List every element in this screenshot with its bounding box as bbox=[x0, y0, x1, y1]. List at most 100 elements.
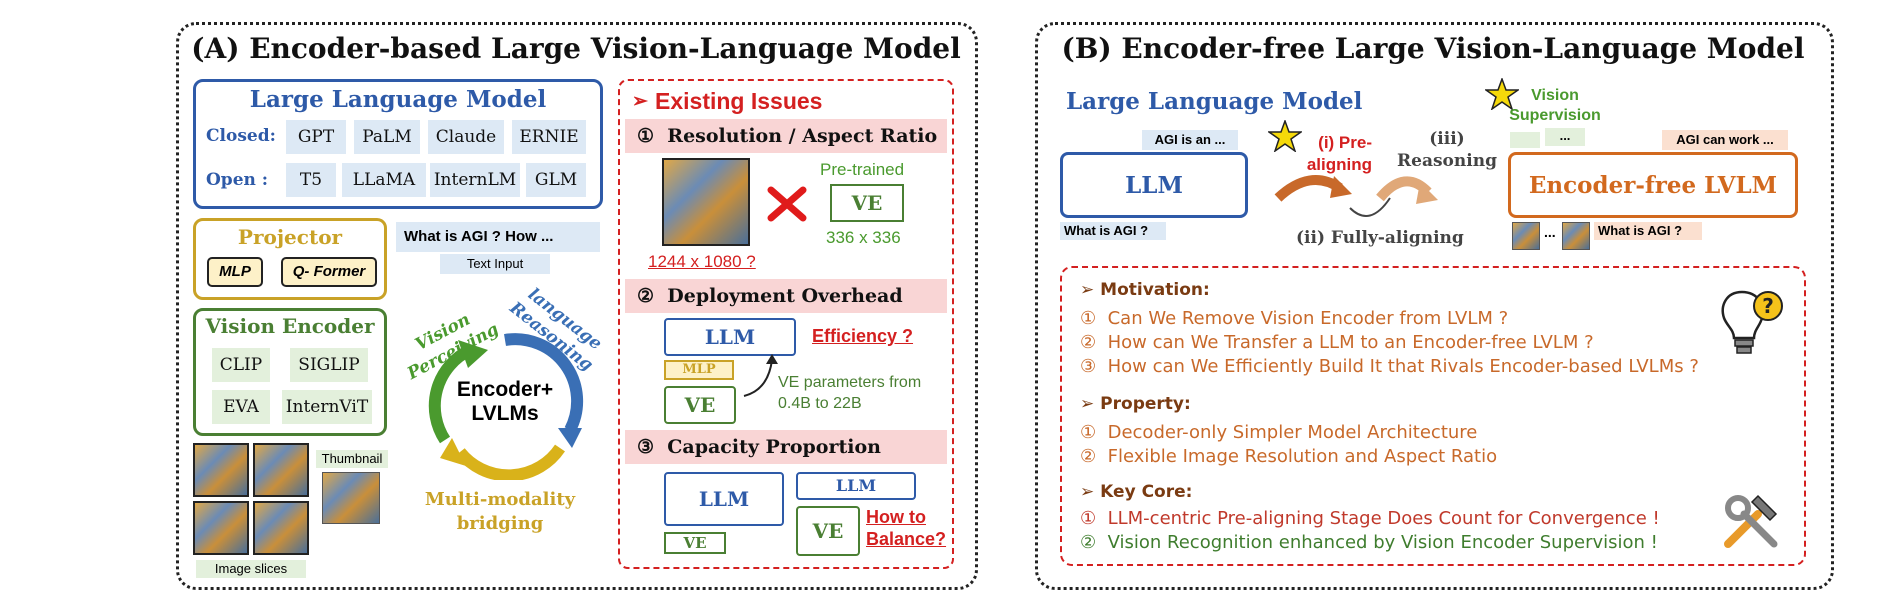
stage-arrowhead-3 bbox=[1416, 182, 1438, 204]
capacity-llm-small: LLM bbox=[796, 472, 916, 500]
motivation-item-3: ③ How can We Efficiently Build It that R… bbox=[1080, 356, 1699, 377]
cycle-arrow-gold bbox=[455, 444, 565, 480]
motivation-num-1: ① bbox=[1080, 308, 1097, 329]
vision-encoder-box bbox=[193, 308, 387, 436]
property-title: ➢ Property: bbox=[1080, 394, 1191, 414]
llm-title: Large Language Model bbox=[249, 86, 547, 113]
tools-icon bbox=[1724, 494, 1778, 548]
closed-gpt: GPT bbox=[286, 120, 346, 154]
issue-2-header: ② Deployment Overhead bbox=[625, 279, 947, 313]
motivation-text-1: Can We Remove Vision Encoder from LVLM ? bbox=[1107, 308, 1509, 329]
issues-title: Existing Issues bbox=[655, 88, 823, 114]
text-input-label: Text Input bbox=[440, 254, 550, 274]
projector-mlp: MLP bbox=[207, 257, 263, 287]
ve-internvit: InternViT bbox=[282, 390, 372, 424]
ve-params-label: VE parameters from 0.4B to 22B bbox=[778, 374, 922, 412]
panel-b-title: (B) Encoder-free Large Vision-Language M… bbox=[1061, 32, 1805, 65]
agi-is-an: AGI is an ... bbox=[1142, 130, 1238, 150]
cycle-arrowhead-blue bbox=[558, 428, 582, 448]
cycle-arrow-green bbox=[428, 344, 473, 444]
stage1-label: (i) Pre-aligning bbox=[1306, 133, 1372, 174]
cycle-bridge-label: Multi-modality bridging bbox=[424, 489, 576, 534]
projector-title: Projector bbox=[237, 225, 343, 249]
open-glm: GLM bbox=[526, 163, 586, 197]
issue-1-num: ① bbox=[637, 125, 655, 147]
balance-label: How to Balance? bbox=[866, 507, 947, 549]
cycle-center: Encoder+ LVLMs bbox=[456, 378, 554, 425]
cycle-arrows bbox=[428, 333, 584, 480]
property-num-2: ② bbox=[1080, 446, 1097, 467]
deploy-ve-box: VE bbox=[664, 386, 736, 424]
input-image-1 bbox=[1512, 222, 1540, 250]
panel-a-title: (A) Encoder-based Large Vision-Language … bbox=[191, 32, 961, 65]
deploy-mlp-box: MLP bbox=[664, 360, 734, 380]
ve-eva: EVA bbox=[212, 390, 270, 424]
capacity-ve-big: VE bbox=[796, 506, 860, 556]
open-internlm: InternLM bbox=[430, 163, 520, 197]
panel-encoder-based bbox=[176, 22, 978, 590]
lightbulb-question-icon: ? bbox=[1721, 290, 1783, 354]
pretrained-label: Pre-trained bbox=[820, 160, 905, 179]
property-text-2: Flexible Image Resolution and Aspect Rat… bbox=[1107, 446, 1498, 467]
motivation-title: ➢ Motivation: bbox=[1080, 280, 1210, 300]
deploy-arrow bbox=[743, 354, 778, 397]
right-llm-box: LLM bbox=[1060, 152, 1248, 218]
motivation-item-2: ② How can We Transfer a LLM to an Encode… bbox=[1080, 332, 1594, 353]
vision-supervision-label: Vision Supervision bbox=[1509, 87, 1601, 124]
motivation-item-1: ① Can We Remove Vision Encoder from LVLM… bbox=[1080, 308, 1508, 329]
svg-text:?: ? bbox=[1762, 294, 1774, 318]
property-item-2: ② Flexible Image Resolution and Aspect R… bbox=[1080, 446, 1497, 467]
llm-box bbox=[193, 79, 603, 209]
efficiency-label: Efficiency ? bbox=[812, 326, 914, 346]
property-num-1: ① bbox=[1080, 422, 1097, 443]
motivation-title-text: Motivation: bbox=[1100, 280, 1210, 300]
motivation-box bbox=[1060, 266, 1806, 566]
issue-1-label: Resolution / Aspect Ratio bbox=[667, 125, 938, 147]
open-t5: T5 bbox=[286, 163, 336, 197]
image-size-label: 1244 x 1080 ? bbox=[648, 252, 756, 271]
thumbnail-label: Thumbnail bbox=[316, 450, 388, 468]
thumbnail-image bbox=[322, 472, 380, 524]
cycle-arrowhead-green bbox=[458, 340, 488, 368]
star-icon-supervision bbox=[1485, 78, 1519, 110]
cycle-arrow-blue bbox=[504, 333, 584, 433]
cross-icon bbox=[767, 186, 807, 222]
motivation-text-3: How can We Efficiently Build It that Riv… bbox=[1107, 356, 1699, 377]
keycore-num-2: ② bbox=[1080, 532, 1097, 553]
issue-3-num: ③ bbox=[637, 436, 655, 458]
image-slice-2 bbox=[253, 443, 309, 497]
stage-arrow-2 bbox=[1349, 197, 1391, 217]
motivation-text-2: How can We Transfer a LLM to an Encoder-… bbox=[1107, 332, 1594, 353]
input-query: What is AGI ? bbox=[1594, 222, 1702, 240]
property-title-text: Property: bbox=[1100, 394, 1191, 414]
stage3-label: (iii) Reasoning bbox=[1397, 129, 1497, 171]
keycore-text-2: Vision Recognition enhanced by Vision En… bbox=[1107, 532, 1658, 553]
property-text-1: Decoder-only Simpler Model Architecture bbox=[1107, 422, 1478, 443]
deploy-llm-box: LLM bbox=[664, 318, 796, 356]
motivation-num-2: ② bbox=[1080, 332, 1097, 353]
stage-arrowhead-1 bbox=[1330, 176, 1352, 198]
issue-3-header: ③ Capacity Proportion bbox=[625, 430, 947, 464]
cycle-arrowhead-gold bbox=[440, 438, 466, 466]
motivation-num-3: ③ bbox=[1080, 356, 1097, 377]
issue-2-num: ② bbox=[637, 285, 655, 307]
ve-siglip: SIGLIP bbox=[290, 348, 368, 382]
closed-ernie: ERNIE bbox=[512, 120, 586, 154]
image-slice-4 bbox=[253, 501, 309, 555]
encoder-free-lvlm-box: Encoder-free LVLM bbox=[1508, 152, 1798, 218]
keycore-item-1: ① LLM-centric Pre-aligning Stage Does Co… bbox=[1080, 508, 1660, 529]
supervision-token-1 bbox=[1510, 132, 1540, 148]
open-llama: LLaMA bbox=[342, 163, 426, 197]
closed-label: Closed: bbox=[206, 126, 276, 146]
issue-3-label: Capacity Proportion bbox=[667, 436, 881, 458]
issues-box bbox=[618, 79, 954, 569]
keycore-item-2: ② Vision Recognition enhanced by Vision … bbox=[1080, 532, 1658, 553]
capacity-ve-small: VE bbox=[664, 532, 726, 554]
keycore-title-text: Key Core: bbox=[1100, 482, 1193, 502]
pretrained-ve-box: VE bbox=[830, 184, 904, 222]
input-dots: ... bbox=[1544, 224, 1556, 240]
keycore-num-1: ① bbox=[1080, 508, 1097, 529]
stage-arrows bbox=[1274, 175, 1438, 217]
stage2-label: (ii) Fully-aligning bbox=[1296, 228, 1464, 248]
image-slice-3 bbox=[193, 501, 249, 555]
